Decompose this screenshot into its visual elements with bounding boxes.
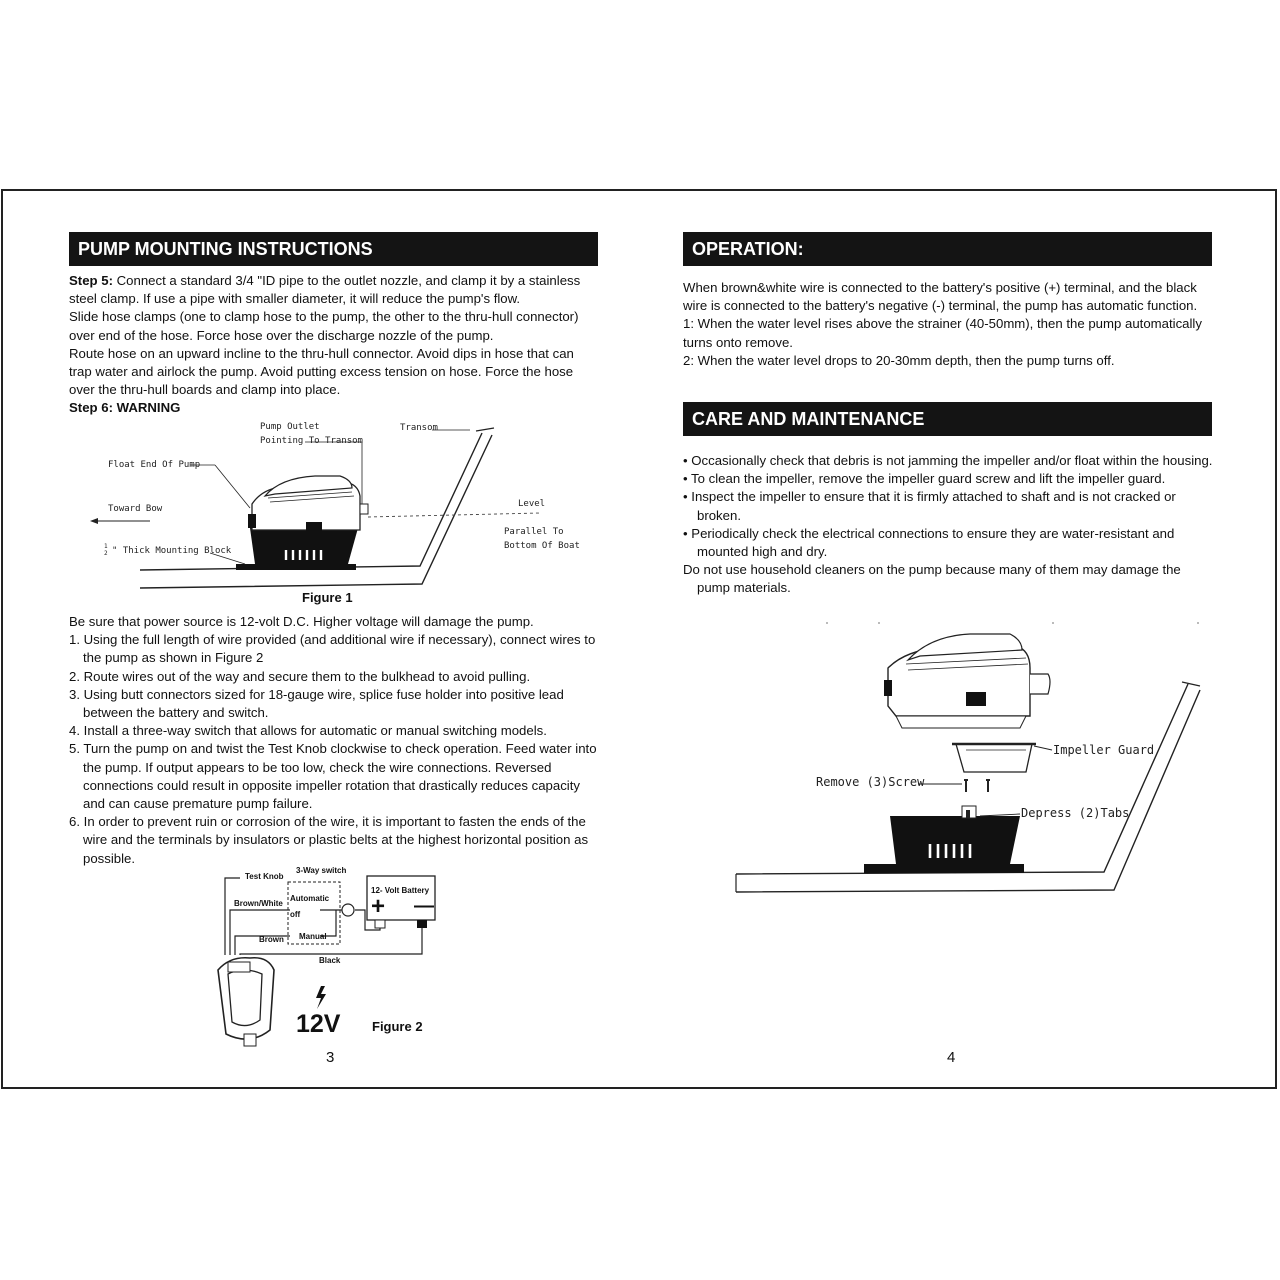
- step6-warning: Step 6: WARNING: [69, 400, 181, 416]
- fig2-label-black: Black: [319, 956, 341, 965]
- operation-item-1: 1: When the water level rises above the …: [683, 316, 1202, 350]
- section-heading-pump-mounting: PUMP MOUNTING INSTRUCTIONS: [69, 232, 598, 266]
- battery-minus-sign: —: [414, 895, 434, 917]
- page-number-4: 4: [947, 1049, 956, 1066]
- step-item-4: 4. Install a three-way switch that allow…: [69, 723, 547, 739]
- fig2-label-manual: Manual: [299, 932, 327, 941]
- step5-text: Connect a standard 3/4 "ID pipe to the o…: [69, 273, 581, 307]
- power-intro: Be sure that power source is 12-volt D.C…: [69, 614, 534, 629]
- battery-plus-sign: +: [371, 893, 386, 920]
- fig1-label-level: Level: [518, 499, 546, 509]
- step-item-3: 3. Using butt connectors sized for 18-ga…: [69, 686, 564, 721]
- voltage-label: 12V: [296, 1010, 341, 1038]
- fig1-label-pump-outlet: Pump Outlet Pointing To Transom: [260, 422, 363, 446]
- fig2-label-automatic: Automatic: [290, 894, 330, 903]
- step-item-1: 1. Using the full length of wire provide…: [69, 632, 596, 666]
- step-item-5: 5. Turn the pump on and twist the Test K…: [69, 741, 597, 812]
- figure1-caption: Figure 1: [302, 590, 353, 605]
- step5-label: Step 5:: [69, 273, 113, 288]
- fig1-label-mounting-block: " Thick Mounting Block: [112, 546, 232, 556]
- fig1-label-toward-bow: Toward Bow: [108, 504, 163, 514]
- care-item-3: • Inspect the impeller to ensure that it…: [683, 489, 1176, 523]
- operation-item-2: 2: When the water level drops to 20-30mm…: [683, 352, 1115, 368]
- manual-spread-frame: [1, 189, 1277, 1089]
- page-number-3: 3: [326, 1049, 335, 1066]
- hose-clamps-paragraph: Slide hose clamps (one to clamp hose to …: [69, 309, 579, 343]
- fig3-label-depress-tabs: Depress (2)Tabs: [1021, 806, 1130, 820]
- fig1-label-parallel: Parallel To Bottom Of Boat: [504, 527, 580, 551]
- figure2-caption: Figure 2: [372, 1019, 423, 1034]
- figure1-mounting-diagram: [90, 427, 541, 589]
- fig1-label-float-end: Float End Of Pump: [108, 460, 201, 470]
- operation-text: When brown&white wire is connected to th…: [683, 279, 1213, 370]
- care-text: • Occasionally check that debris is not …: [683, 452, 1213, 598]
- fig1-label-fraction: 1 2: [104, 543, 108, 557]
- care-item-2: • To clean the impeller, remove the impe…: [683, 471, 1166, 487]
- section-heading-operation: OPERATION:: [683, 232, 1212, 266]
- fig2-label-off: off: [290, 910, 301, 919]
- step5-paragraph: Step 5: Connect a standard 3/4 "ID pipe …: [69, 272, 599, 308]
- operation-paragraph: When brown&white wire is connected to th…: [683, 280, 1198, 314]
- fig1-label-transom: Transom: [400, 423, 438, 433]
- fig2-label-battery: 12- Volt Battery: [371, 886, 430, 895]
- figure3-impeller-diagram: [735, 622, 1201, 893]
- step-item-6: 6. In order to prevent ruin or corrosion…: [69, 814, 589, 866]
- fig2-label-test-knob: Test Knob: [245, 872, 284, 881]
- fig3-label-remove-screw: Remove (3)Screw: [816, 775, 925, 789]
- fig2-label-3way-switch: 3-Way switch: [296, 866, 347, 875]
- fig2-label-brown: Brown: [259, 935, 284, 944]
- section-heading-care: CARE AND MAINTENANCE: [683, 402, 1212, 436]
- care-item-4: • Periodically check the electrical conn…: [683, 525, 1175, 560]
- step-item-2: 2. Route wires out of the way and secure…: [69, 668, 531, 684]
- care-item-1: • Occasionally check that debris is not …: [683, 453, 1213, 468]
- power-steps-text: Be sure that power source is 12-volt D.C…: [69, 613, 599, 868]
- fig3-label-impeller-guard: Impeller Guard: [1053, 743, 1155, 757]
- fig2-label-brown-white: Brown/White: [234, 899, 283, 908]
- care-note: Do not use household cleaners on the pum…: [683, 562, 1181, 596]
- figure2-wiring-diagram: [217, 875, 436, 1047]
- mounting-instructions-text: Step 5: Connect a standard 3/4 "ID pipe …: [69, 272, 599, 418]
- route-hose-paragraph: Route hose on an upward incline to the t…: [69, 345, 574, 398]
